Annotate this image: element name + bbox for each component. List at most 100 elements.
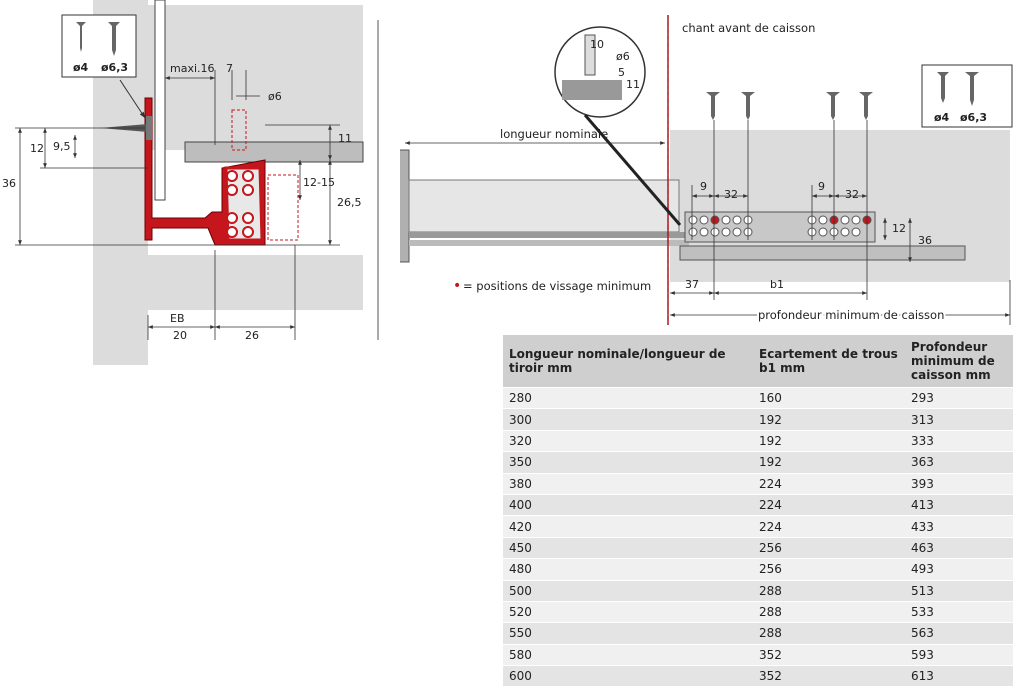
cell-min-depth: 613: [905, 665, 1013, 686]
front-edge-label: chant avant de caisson: [682, 21, 815, 35]
cell-hole-spacing: 160: [753, 386, 905, 409]
nominal-length-label: longueur nominale: [500, 127, 608, 141]
cabinet-bottom-zone: [148, 255, 363, 310]
cabinet-interior: [148, 5, 363, 150]
cell-hole-spacing: 288: [753, 600, 905, 623]
header-nominal-length: Longueur nominale/longueur de tiroir mm: [503, 335, 753, 388]
dim-11: 11: [338, 132, 352, 145]
drawer-front: [400, 149, 410, 263]
cell-nominal-length: 480: [503, 558, 753, 581]
screw-4-icon-right: [937, 72, 949, 103]
dim-eb: EB: [170, 312, 185, 325]
cell-nominal-length: 300: [503, 408, 753, 431]
dim-12-right: 12: [892, 222, 906, 235]
cell-min-depth: 493: [905, 558, 1013, 581]
cabinet-runner-lower: [679, 245, 966, 261]
cell-min-depth: 593: [905, 643, 1013, 666]
cell-hole-spacing: 352: [753, 643, 905, 666]
dim-12: 12: [30, 142, 44, 155]
cell-hole-spacing: 224: [753, 472, 905, 495]
screw-legend-box: [61, 14, 137, 78]
drawer-runner-2: [409, 240, 689, 246]
cell-hole-spacing: 288: [753, 622, 905, 645]
min-depth-label: profondeur minimum de caisson: [758, 308, 944, 322]
cell-nominal-length: 520: [503, 600, 753, 623]
cell-nominal-length: 600: [503, 665, 753, 686]
dim-7: 7: [226, 62, 233, 75]
screws-row: [706, 92, 873, 120]
cell-hole-spacing: 288: [753, 579, 905, 602]
cell-min-depth: 533: [905, 600, 1013, 623]
cell-nominal-length: 580: [503, 643, 753, 666]
cell-nominal-length: 400: [503, 493, 753, 516]
ball-bearings: [226, 170, 254, 238]
drawer-bottom-panel: [184, 141, 364, 163]
cell-hole-spacing: 352: [753, 665, 905, 686]
screw-4-label: ø4: [73, 61, 89, 74]
cell-min-depth: 433: [905, 515, 1013, 538]
cell-nominal-length: 420: [503, 515, 753, 538]
dim-20: 20: [173, 329, 187, 342]
dim-36-right: 36: [918, 234, 932, 247]
fixing-cylinder-dashed: [231, 109, 247, 151]
coupling-outline: [267, 174, 299, 241]
screw-4-icon: [76, 22, 86, 52]
cell-min-depth: 413: [905, 493, 1013, 516]
cell-nominal-length: 350: [503, 451, 753, 474]
dim-maxi: maxi.16: [170, 62, 215, 75]
screw-63-icon-right: [965, 72, 979, 106]
dimensions-table: Longueur nominale/longueur de tiroir mm …: [503, 335, 1013, 686]
drawer-body: [408, 179, 680, 233]
detail-magnifier: [554, 26, 682, 226]
cell-min-depth: 313: [905, 408, 1013, 431]
cell-min-depth: 513: [905, 579, 1013, 602]
cell-nominal-length: 320: [503, 429, 753, 452]
dim-37: 37: [685, 278, 699, 291]
detail-11: 11: [626, 78, 640, 91]
cell-hole-spacing: 256: [753, 558, 905, 581]
table-header-row: Longueur nominale/longueur de tiroir mm …: [503, 335, 1013, 388]
cell-nominal-length: 550: [503, 622, 753, 645]
dim-12-15: 12-15: [303, 176, 335, 189]
cell-min-depth: 363: [905, 451, 1013, 474]
cell-min-depth: 293: [905, 386, 1013, 409]
cell-nominal-length: 380: [503, 472, 753, 495]
screw-legend-box-right: [921, 64, 1013, 128]
dim-26: 26: [245, 329, 259, 342]
cell-nominal-length: 280: [503, 386, 753, 409]
side-view-diagram: chant avant de caisson 10 ø6 5 11 ø4 ø6,…: [400, 15, 1013, 325]
dim-9-5: 9,5: [53, 140, 71, 153]
cell-hole-spacing: 256: [753, 536, 905, 559]
cell-min-depth: 463: [905, 536, 1013, 559]
drawer-runner-1: [409, 232, 689, 238]
header-min-depth: Profondeur minimum de caisson mm: [905, 335, 1013, 388]
dim-b1: b1: [770, 278, 784, 291]
detail-o6: ø6: [616, 50, 630, 63]
detail-5: 5: [618, 66, 625, 79]
cell-min-depth: 393: [905, 472, 1013, 495]
screw-63-icon: [108, 22, 120, 56]
cell-hole-spacing: 224: [753, 515, 905, 538]
legend-text: = positions de vissage minimum: [463, 279, 651, 293]
cell-hole-spacing: 192: [753, 429, 905, 452]
cell-nominal-length: 450: [503, 536, 753, 559]
screw-63-label-right: ø6,3: [960, 111, 987, 124]
dim-32b: 32: [845, 188, 859, 201]
dim-36: 36: [2, 177, 16, 190]
cell-hole-spacing: 224: [753, 493, 905, 516]
detail-10: 10: [590, 38, 604, 51]
cell-nominal-length: 500: [503, 579, 753, 602]
drawer-side-wall: [154, 0, 166, 201]
